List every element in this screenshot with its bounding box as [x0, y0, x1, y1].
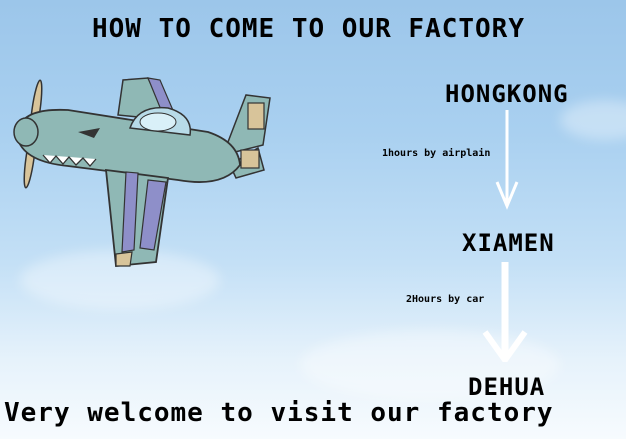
route-leg-2-label: 2Hours by car — [406, 294, 485, 305]
route-stop-dehua: DEHUA — [468, 373, 546, 401]
arrow-down-icon — [482, 262, 528, 362]
route-leg-1-label: 1hours by airplain — [382, 148, 491, 159]
cloud-decoration — [560, 100, 626, 140]
route-stop-hongkong: HONGKONG — [445, 80, 569, 108]
airplane-illustration — [13, 77, 271, 267]
page-title: HOW TO COME TO OUR FACTORY — [92, 14, 525, 44]
arrow-down-icon — [495, 110, 519, 210]
route-stop-xiamen: XIAMEN — [462, 229, 555, 257]
footer-message: Very welcome to visit our factory — [4, 398, 554, 428]
